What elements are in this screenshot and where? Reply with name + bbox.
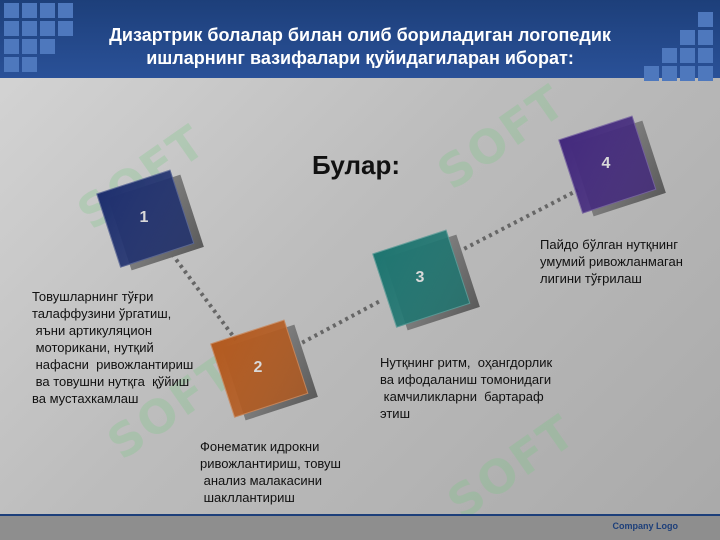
header-grid-square	[4, 57, 19, 72]
description-line: Фонематик идрокни	[200, 439, 320, 454]
step-1-box: 1	[96, 169, 204, 271]
header-grid-square	[22, 3, 37, 18]
description-line: Пайдо бўлган нутқнинг	[540, 237, 678, 252]
connector-3-4	[457, 188, 579, 254]
step-4-box: 4	[558, 115, 666, 217]
header-bar	[0, 0, 720, 78]
description-line: этиш	[380, 406, 410, 421]
header-grid-square	[22, 57, 37, 72]
description-line: моторикани, нутқий	[32, 340, 154, 355]
description-line: талаффузини ўргатиш,	[32, 306, 172, 321]
header-grid-square	[40, 21, 55, 36]
slide-title: Дизартрик болалар билан олиб бориладиган…	[60, 24, 660, 70]
header-grid-square	[58, 21, 73, 36]
step-2-description: Фонематик идрокни ривожлантириш, товуш а…	[200, 438, 341, 506]
step-1-description: Товушларнинг тўғри талаффузини ўргатиш, …	[32, 288, 193, 407]
header-grid-square	[22, 39, 37, 54]
description-line: ва ифодаланиш томонидаги	[380, 372, 552, 387]
header-grid-square	[698, 66, 713, 81]
title-line: Дизартрик болалар билан олиб бориладиган…	[109, 25, 611, 45]
header-grid-square	[58, 3, 73, 18]
header-grid-square	[4, 21, 19, 36]
section-heading: Булар:	[312, 150, 400, 180]
header-grid-square	[680, 48, 695, 63]
header-grid-square	[698, 48, 713, 63]
step-number: 1	[139, 209, 149, 226]
footer-bar	[0, 516, 720, 540]
description-line: камчиликларни бартараф	[380, 389, 544, 404]
description-line: Нутқнинг ритм, оҳангдорлик	[380, 355, 553, 370]
description-line: ривожлантириш, товуш	[200, 456, 341, 471]
description-line: умумий ривожланмаган	[540, 254, 683, 269]
description-line: шакллантириш	[200, 490, 295, 505]
step-2-box: 2	[210, 319, 318, 421]
header-grid-square	[662, 66, 677, 81]
description-line: Товушларнинг тўғри	[32, 289, 154, 304]
header-grid-square	[4, 3, 19, 18]
step-3-description: Нутқнинг ритм, оҳангдорлик ва ифодаланиш…	[380, 354, 552, 422]
header-grid-square	[698, 12, 713, 27]
description-line: анализ малакасини	[200, 473, 323, 488]
step-number: 3	[415, 269, 425, 286]
step-4-description: Пайдо бўлган нутқнинг умумий ривожланмаг…	[540, 236, 683, 287]
title-line: ишларнинг вазифалари қуйидагиларан ибора…	[146, 48, 574, 68]
header-grid-square	[40, 39, 55, 54]
step-number: 2	[253, 359, 263, 376]
description-line: яъни артикуляцион	[32, 323, 153, 338]
header-grid-square	[4, 39, 19, 54]
description-line: ва товушни нутқга қўйиш	[32, 374, 190, 389]
header-grid-square	[662, 48, 677, 63]
header-grid-square	[698, 30, 713, 45]
header-grid-square	[680, 30, 695, 45]
description-line: нафасни ривожлантириш	[32, 357, 194, 372]
header-grid-square	[644, 66, 659, 81]
header-grid-square	[680, 66, 695, 81]
footer-divider	[0, 514, 720, 516]
step-number: 4	[601, 155, 611, 172]
header-grid-square	[40, 3, 55, 18]
step-3-box: 3	[372, 229, 480, 331]
connector-2-3	[295, 298, 383, 348]
header-grid-square	[22, 21, 37, 36]
description-line: ва мустахкамлаш	[32, 391, 139, 406]
company-logo-text: Company Logo	[612, 521, 679, 531]
description-line: лигини тўғрилаш	[540, 271, 642, 286]
